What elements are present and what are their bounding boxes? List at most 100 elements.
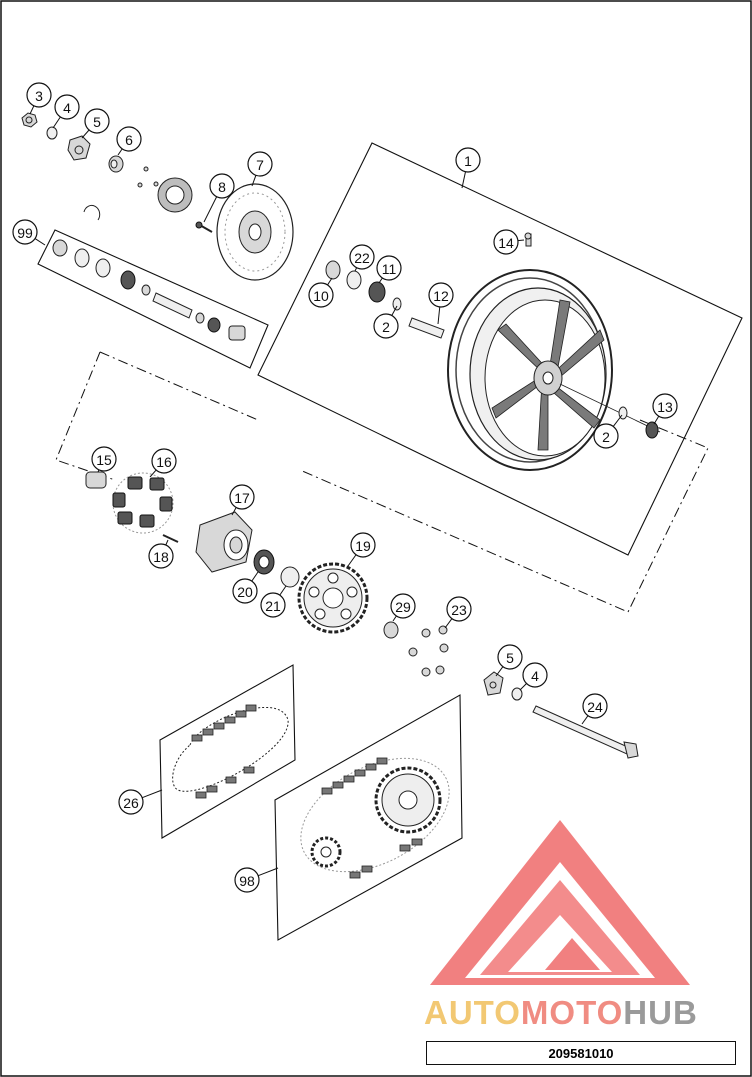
callout-c23: 23 [444,596,472,629]
callout-circle [497,644,523,670]
callout-circle [376,255,402,281]
damper-rubbers-part [112,472,174,534]
leader-line [81,129,90,139]
callout-c19: 19 [347,532,376,567]
callout-number: 2 [602,429,610,445]
callout-circle [54,94,80,120]
callout-number: 6 [125,132,133,148]
leader-line [444,618,453,629]
leader-line [495,666,504,677]
pin-part [162,534,179,543]
callout-number: 4 [531,668,539,684]
callout-c24: 24 [581,693,608,725]
spacer-small-part [392,297,402,311]
callout-c7: 7 [247,151,273,187]
callout-number: 12 [433,288,449,304]
callout-circle [582,693,608,719]
carrier-bearing-part [253,549,275,575]
callout-number: 22 [354,250,370,266]
bearing-inner-part [368,281,386,303]
callout-number: 19 [355,538,371,554]
callout-number: 24 [587,699,603,715]
callout-c21: 21 [260,585,287,618]
leader-line [142,789,163,799]
spacer-tube-part [408,317,445,339]
callout-number: 16 [156,454,172,470]
bearing-left-part [325,260,341,280]
wheel-assembly-panel [257,142,743,556]
callout-number: 5 [93,114,101,130]
callout-circle [151,448,177,474]
bearing-kit-panel [37,229,269,369]
callout-number: 99 [17,225,33,241]
chain-panel [159,664,296,839]
washer-part [46,126,58,140]
leader-line [251,175,257,187]
leader-line [149,469,157,478]
leader-line [347,554,357,567]
callout-number: 1 [464,153,472,169]
leader-line [517,239,525,242]
hub-group-dash-top [99,351,259,421]
hub-group-dash-right [299,419,709,613]
callout-number: 8 [218,179,226,195]
sprocket-spacer-part [383,621,399,639]
callout-circle [493,229,519,255]
callout-c99: 99 [12,219,46,246]
leader-line [612,414,623,427]
callout-c16: 16 [149,448,177,478]
leader-line [279,585,287,596]
callout-c3: 3 [26,82,52,115]
leader-line [437,306,441,325]
callout-circle [390,593,416,619]
callout-number: 4 [63,100,71,116]
bearing-kit-contents [52,239,246,341]
callout-circle [229,484,255,510]
sprocket-nuts-part [408,625,449,677]
callout-circle [26,82,52,108]
valve-part [524,232,532,247]
bearing-right-part [645,421,659,439]
circlip-part [83,204,101,221]
callout-c26: 26 [118,789,163,815]
brake-disc-part [216,183,294,281]
sprocket-carrier-part [195,511,253,573]
callout-circle [455,147,481,173]
chain-drawing [172,704,289,799]
callout-c14: 14 [493,229,525,255]
callout-c15: 15 [91,446,117,473]
leader-line [378,277,383,284]
wheel-spindle-part [532,705,639,759]
axle-center-line [559,383,661,433]
callout-number: 2 [382,319,390,335]
leader-line [258,867,279,877]
leader-line [34,238,46,246]
callout-c6: 6 [116,126,142,156]
chain-adjuster-part [67,135,91,161]
callout-c4b: 4 [519,662,548,691]
callout-c5b: 5 [495,644,523,677]
callout-circle [593,423,619,449]
callout-c12: 12 [428,282,454,325]
leader-line [519,683,527,691]
leader-line [327,277,333,286]
callout-c22: 22 [349,244,375,272]
callout-c5a: 5 [81,108,110,139]
callout-circle [12,219,38,245]
leader-line [165,539,169,546]
callout-number: 15 [96,452,112,468]
callout-circle [349,244,375,270]
watermark-part-1: AUTO [424,994,521,1031]
callout-c98: 98 [234,867,279,893]
callout-circle [116,126,142,152]
callout-c4a: 4 [52,94,80,129]
callout-circle [350,532,376,558]
callout-number: 98 [239,873,255,889]
leader-line [52,116,61,129]
disc-bolt-part [195,221,213,233]
callout-number: 13 [657,399,673,415]
callout-c17: 17 [229,484,255,516]
